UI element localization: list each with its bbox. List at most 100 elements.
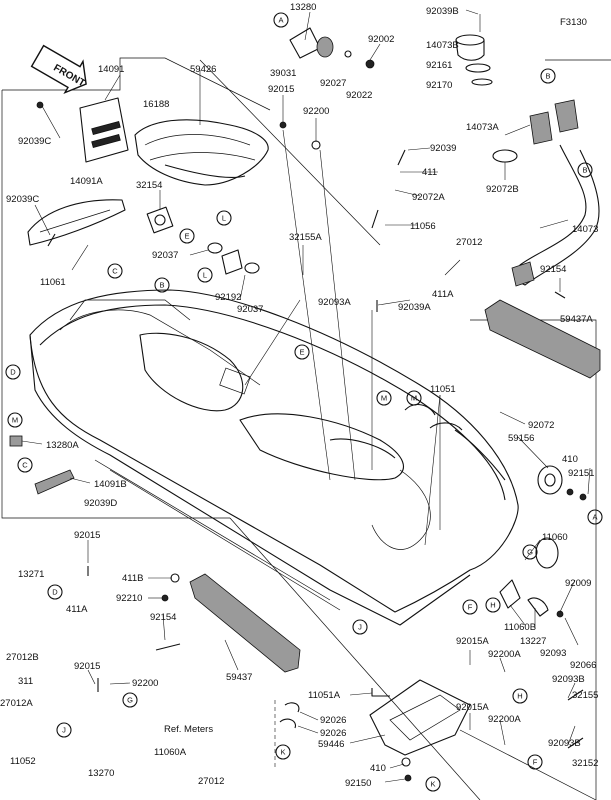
label-32155a: 32155A (289, 232, 322, 243)
label-11051: 11051 (430, 384, 456, 395)
label-410-right: 410 (562, 454, 578, 465)
label-411a-left: 411A (66, 604, 88, 615)
label-411: 411 (422, 167, 437, 178)
label-11060b: 11060B (504, 622, 536, 633)
callout-h-hull: H (485, 597, 501, 613)
label-92161: 92161 (426, 60, 452, 71)
label-13270: 13270 (88, 768, 114, 779)
bolts (36, 101, 584, 782)
label-14073: 14073 (572, 224, 598, 235)
label-32154: 32154 (136, 180, 162, 191)
svg-text:B: B (159, 281, 164, 290)
label-39031: 39031 (270, 68, 296, 79)
leader-lines (21, 9, 591, 783)
part-16188 (134, 119, 269, 186)
label-59426: 59426 (190, 64, 216, 75)
svg-text:E: E (299, 348, 304, 357)
callout-g-lower: G (122, 692, 138, 708)
svg-text:C: C (112, 267, 118, 276)
label-92093b-a: 92093B (552, 674, 585, 685)
label-92210: 92210 (116, 593, 142, 604)
label-14091: 14091 (98, 64, 124, 75)
svg-text:M: M (381, 394, 387, 403)
label-27012a: 27012A (0, 698, 33, 709)
svg-text:L: L (222, 214, 226, 223)
label-311: 311 (18, 676, 33, 687)
svg-text:F: F (533, 758, 538, 767)
callout-m-hull-2: M (406, 390, 422, 406)
svg-text:B: B (582, 166, 587, 175)
front-arrow: FRONT (30, 44, 87, 95)
label-59446: 59446 (318, 739, 344, 750)
label-92015a-b: 92015A (456, 702, 489, 713)
label-92072: 92072 (528, 420, 554, 431)
part-11060 (499, 537, 564, 618)
label-32155: 32155 (572, 690, 598, 701)
part-59437 (189, 573, 301, 673)
figure-code: F3130 (560, 17, 587, 28)
label-92039b-top: 92039B (426, 6, 459, 17)
label-92170: 92170 (426, 80, 452, 91)
label-59437: 59437 (226, 672, 252, 683)
part-ref-meters (274, 700, 300, 770)
svg-text:G: G (527, 548, 533, 557)
svg-text:H: H (517, 692, 522, 701)
label-11061: 11061 (40, 277, 66, 288)
label-59437a: 59437A (560, 314, 593, 325)
svg-text:L: L (203, 271, 207, 280)
callout-f-lower: F (527, 754, 543, 770)
part-59437A (484, 299, 601, 379)
svg-text:J: J (62, 726, 66, 735)
callout-markers: A A B B B C C D D E E F F G G H H J J K … (5, 12, 603, 792)
callout-k-bot: K (425, 776, 441, 792)
label-92026-b: 92026 (320, 728, 346, 739)
label-14091a: 14091A (70, 176, 103, 187)
callout-e-upper: E (179, 228, 195, 244)
label-59156: 59156 (508, 433, 534, 444)
svg-text:A: A (592, 513, 597, 522)
callout-g-hull: G (522, 544, 538, 560)
label-92072a: 92072A (412, 192, 445, 203)
label-27012b: 27012B (6, 652, 39, 663)
part-92072B (492, 149, 518, 163)
part-labels: 13280 92039B 14073B 92161 92170 92002 39… (0, 2, 598, 789)
callout-b-hull: B (154, 277, 170, 293)
label-27012-top: 27012 (456, 237, 482, 248)
label-411b: 411B (122, 573, 143, 584)
callout-a-right: A (587, 509, 603, 525)
part-13280A (9, 435, 23, 447)
svg-text:G: G (127, 696, 133, 705)
label-92009: 92009 (565, 578, 591, 589)
label-11060: 11060 (542, 532, 568, 543)
label-92151: 92151 (568, 468, 594, 479)
part-11051A (371, 688, 390, 697)
svg-text:F: F (468, 603, 473, 612)
label-13227: 13227 (520, 636, 546, 647)
label-92200a-b: 92200A (488, 714, 521, 725)
label-92039c-a: 92039C (18, 136, 51, 147)
callout-m-hull-1: M (376, 390, 392, 406)
callout-c-lower: C (17, 457, 33, 473)
part-32154 (146, 206, 174, 234)
callout-f-hull: F (462, 599, 478, 615)
svg-text:D: D (52, 588, 58, 597)
part-14073B (455, 14, 493, 86)
part-13280 (289, 27, 375, 69)
label-92154-right: 92154 (540, 264, 566, 275)
label-411a-top: 411A (432, 289, 454, 300)
svg-text:D: D (10, 368, 16, 377)
label-92093b-b: 92093B (548, 738, 581, 749)
callout-d-lower: D (47, 584, 63, 600)
label-92015-mid: 92015 (74, 661, 100, 672)
label-11051a: 11051A (308, 690, 341, 701)
callout-b-right-2: B (577, 162, 593, 178)
part-14073A (529, 99, 579, 145)
label-14073b: 14073B (426, 40, 459, 51)
label-92039a: 92039A (398, 302, 431, 313)
part-59156 (537, 465, 587, 501)
label-92200-mid: 92200 (132, 678, 158, 689)
part-14073 (511, 144, 600, 287)
label-92200a-a: 92200A (488, 649, 521, 660)
label-ref-meters: Ref. Meters (164, 724, 213, 735)
callout-m-left: M (7, 412, 23, 428)
